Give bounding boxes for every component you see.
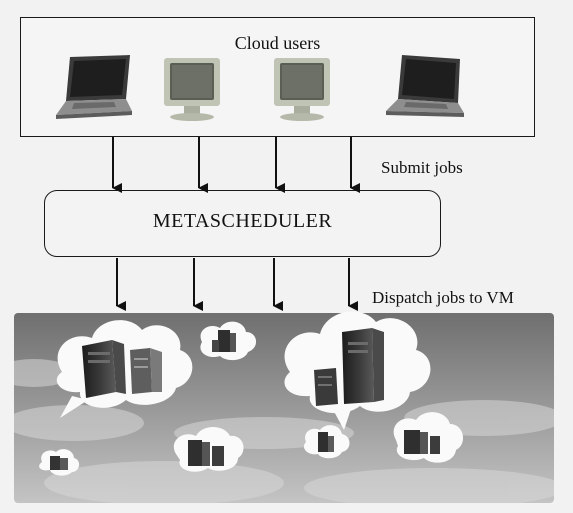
vm-cloud-small-top (200, 321, 257, 361)
vm-cloud-small-bottom (173, 427, 244, 472)
server-icon (342, 328, 384, 404)
dispatch-arrows (116, 258, 358, 311)
metascheduler-box (44, 190, 441, 257)
server-icon (404, 430, 440, 454)
server-icon (314, 368, 338, 406)
server-icon (130, 348, 162, 394)
metascheduler-label: METASCHEDULER (152, 210, 333, 232)
laptop-icon (56, 55, 132, 119)
submit-arrows (112, 137, 360, 193)
server-icon (82, 340, 126, 398)
vm-cloud-tiny-left (39, 449, 80, 476)
vm-cloud-small-right (393, 412, 464, 463)
dispatch-jobs-label: Dispatch jobs to VM (372, 288, 514, 307)
monitor-icon (274, 58, 330, 121)
vm-cloud-small-mid (303, 425, 350, 459)
vm-cloud-large-left (56, 320, 193, 418)
server-icon (318, 432, 334, 452)
monitor-icon (164, 58, 220, 121)
submit-jobs-label: Submit jobs (381, 158, 463, 177)
vm-cloud-large-right (284, 311, 431, 430)
server-icon (50, 456, 68, 470)
server-icon (212, 330, 236, 352)
cloud-users-title: Cloud users (234, 33, 321, 53)
server-icon (188, 440, 224, 466)
laptop-icon (386, 55, 464, 117)
